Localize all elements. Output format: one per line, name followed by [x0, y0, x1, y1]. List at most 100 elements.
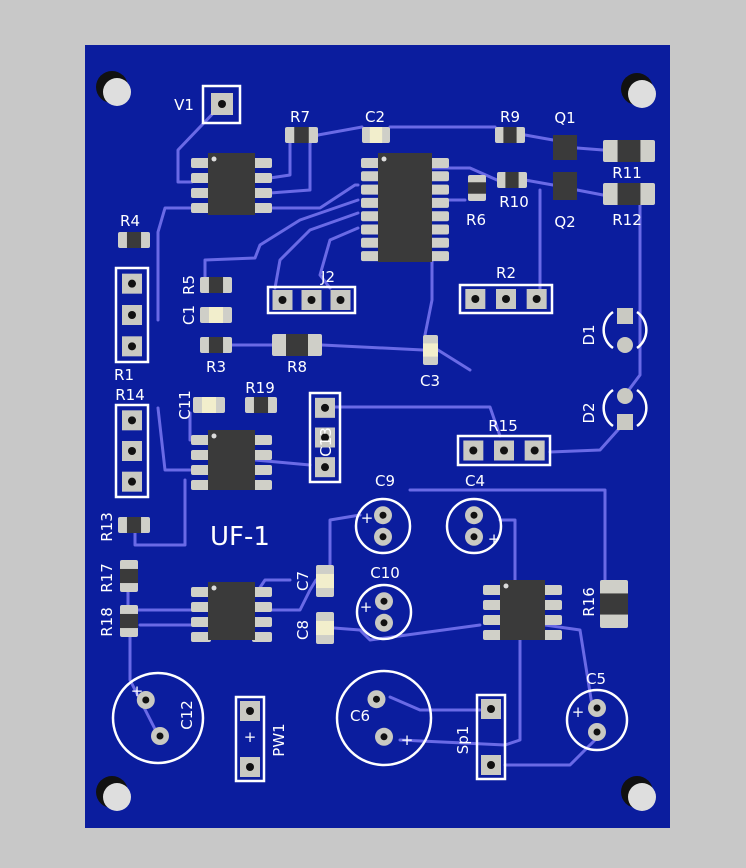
pin — [252, 602, 272, 612]
drill — [128, 342, 136, 351]
outline — [234, 695, 266, 783]
pin — [429, 211, 449, 222]
pin — [191, 158, 211, 168]
pin — [252, 617, 272, 627]
pin — [483, 615, 503, 625]
trace — [328, 405, 502, 438]
diode-d1 — [602, 308, 648, 353]
q2-body — [553, 172, 577, 200]
body — [120, 568, 138, 584]
polarity-plus: + — [361, 509, 374, 527]
label-q1: Q1 — [554, 109, 575, 127]
trace — [436, 348, 472, 372]
polarity-plus: + — [244, 728, 257, 746]
pin1-marker — [211, 585, 217, 591]
drill — [532, 295, 541, 303]
pin — [429, 224, 449, 235]
drill — [246, 763, 254, 771]
pin — [429, 158, 449, 168]
label-r7: R7 — [290, 108, 310, 126]
drill — [470, 533, 478, 541]
label-j2: J2 — [320, 268, 335, 286]
trace — [623, 203, 642, 397]
label-r10: R10 — [499, 193, 529, 211]
label-r16: R16 — [580, 587, 598, 617]
trace — [408, 488, 607, 582]
trace — [398, 738, 507, 747]
pin — [542, 615, 562, 625]
pin — [361, 184, 381, 195]
pin — [191, 602, 211, 612]
cap-c4: + — [445, 497, 503, 555]
smd-r5 — [200, 277, 232, 293]
drill — [502, 295, 510, 303]
smd-c8 — [316, 612, 334, 644]
pin — [252, 158, 272, 168]
drill — [321, 433, 329, 442]
body — [208, 337, 224, 353]
drill — [487, 761, 495, 769]
drill — [380, 597, 388, 605]
label-d1: D1 — [580, 324, 598, 345]
drill — [128, 477, 136, 486]
body — [617, 140, 641, 162]
pin — [361, 251, 381, 262]
body — [316, 620, 334, 636]
polarity-plus: + — [401, 731, 414, 749]
label-r14: R14 — [115, 386, 145, 404]
connector-sp1 — [475, 693, 507, 781]
smd-r8 — [272, 334, 322, 356]
trace — [548, 420, 627, 454]
drill — [156, 732, 164, 740]
v1-outline — [201, 84, 242, 125]
trace — [203, 198, 360, 282]
pin — [361, 158, 381, 168]
smd-r3 — [200, 337, 232, 353]
pin — [252, 450, 272, 460]
pin — [542, 585, 562, 595]
pin — [252, 587, 272, 597]
cap-c12: + — [111, 671, 205, 765]
pin — [542, 600, 562, 610]
trace — [503, 736, 599, 767]
trace — [523, 178, 555, 187]
label-q2: Q2 — [554, 213, 575, 231]
smd-r18 — [120, 605, 138, 637]
trace — [575, 188, 605, 197]
pin — [429, 237, 449, 248]
label-r3: R3 — [206, 358, 226, 376]
pin — [252, 480, 272, 490]
outline — [475, 693, 507, 781]
mounting-hole — [628, 80, 656, 108]
pin — [252, 188, 272, 198]
cap-c9: + — [354, 497, 412, 555]
outline — [636, 310, 648, 350]
header-c13 — [308, 391, 342, 484]
label-c12: C12 — [178, 700, 196, 730]
smd-r4 — [118, 232, 150, 248]
label-r18: R18 — [98, 607, 116, 637]
pin1-marker — [211, 156, 217, 162]
mounting-hole — [628, 783, 656, 811]
outline — [114, 403, 150, 499]
label-c2: C2 — [365, 108, 385, 126]
outline — [354, 497, 412, 555]
smd-r9 — [495, 127, 525, 143]
drill — [128, 447, 136, 455]
trace — [503, 638, 522, 747]
pad — [617, 414, 633, 430]
label-r9: R9 — [500, 108, 520, 126]
body — [208, 277, 224, 293]
pin — [191, 617, 211, 627]
pin — [252, 203, 272, 213]
outline — [114, 266, 150, 364]
trace — [498, 518, 517, 582]
cap-c6: + — [335, 669, 433, 767]
label-sp1: Sp1 — [454, 726, 472, 755]
pin — [191, 480, 211, 490]
ic-body — [208, 582, 255, 640]
pin — [191, 587, 211, 597]
pad — [617, 308, 633, 324]
smd-r13 — [118, 517, 150, 533]
